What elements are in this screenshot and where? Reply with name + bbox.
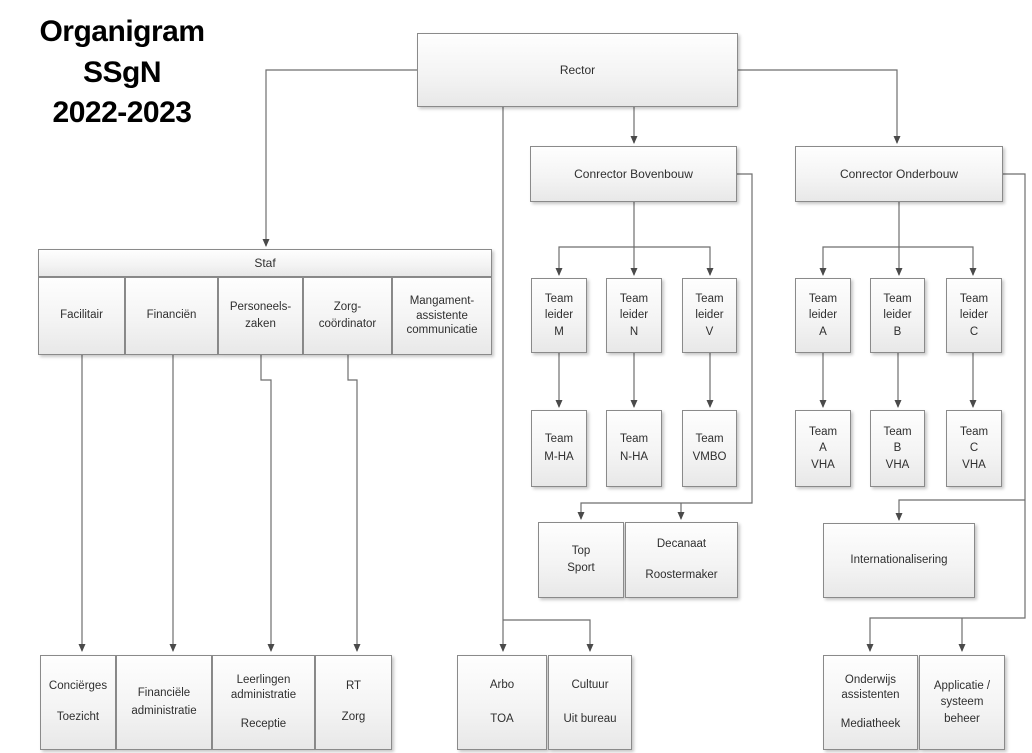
- node-conrector-bovenbouw: Conrector Bovenbouw: [530, 146, 737, 202]
- node-conrector-onderbouw: Conrector Onderbouw: [795, 146, 1003, 202]
- chart-title: Organigram SSgN 2022-2023: [39, 15, 205, 129]
- node-staf-financien: Financiën: [125, 277, 218, 355]
- node-onderwijs-assistenten: Onderwijs assistenten Mediatheek: [823, 655, 918, 750]
- node-rt-zorg: RT Zorg: [315, 655, 392, 750]
- node-leerlingen-administratie: Leerlingen administratie Receptie: [212, 655, 315, 750]
- node-cultuur-uitbureau: Cultuur Uit bureau: [548, 655, 632, 750]
- connector-line: [347, 355, 361, 652]
- node-staf-personeelszaken: Personeels- zaken: [218, 277, 303, 355]
- connector-line: [866, 173, 1026, 652]
- node-teamleider-n: Team leider N: [606, 278, 662, 353]
- node-internationalisering: Internationalisering: [823, 523, 975, 598]
- node-staf-facilitair: Facilitair: [38, 277, 125, 355]
- node-teamleider-v: Team leider V: [682, 278, 737, 353]
- connector-line: [634, 246, 714, 276]
- connector-line: [555, 246, 634, 276]
- node-applicatie-systeembeheer: Applicatie / systeem beheer: [919, 655, 1005, 750]
- node-team-n-ha: Team N-HA: [606, 410, 662, 487]
- node-teamleider-c: Team leider C: [946, 278, 1002, 353]
- connector-line: [895, 499, 1025, 521]
- node-team-b-vha: Team B VHA: [870, 410, 925, 487]
- node-team-vmbo: Team VMBO: [682, 410, 737, 487]
- connector-line: [819, 246, 899, 276]
- node-arbo-toa: Arbo TOA: [457, 655, 547, 750]
- connector-line: [738, 69, 901, 144]
- node-financiele-administratie: Financiële administratie: [116, 655, 212, 750]
- node-staf: Staf: [38, 249, 492, 277]
- node-team-a-vha: Team A VHA: [795, 410, 851, 487]
- node-staf-managementassistente: Mangament- assistente communicatie: [392, 277, 492, 355]
- connector-line: [577, 173, 753, 520]
- connector-line: [262, 69, 417, 247]
- node-teamleider-m: Team leider M: [531, 278, 587, 353]
- connector-line: [260, 355, 275, 652]
- node-team-m-ha: Team M-HA: [531, 410, 587, 487]
- node-concierges-toezicht: Conciërges Toezicht: [40, 655, 116, 750]
- node-rector: Rector: [417, 33, 738, 107]
- node-top-sport: Top Sport: [538, 522, 624, 598]
- node-staf-zorgcoordinator: Zorg- coördinator: [303, 277, 392, 355]
- connector-line: [899, 246, 977, 276]
- node-decanaat-roostermaker: Decanaat Roostermaker: [625, 522, 738, 598]
- node-team-c-vha: Team C VHA: [946, 410, 1002, 487]
- connector-line: [503, 619, 594, 652]
- node-teamleider-a: Team leider A: [795, 278, 851, 353]
- node-teamleider-b: Team leider B: [870, 278, 925, 353]
